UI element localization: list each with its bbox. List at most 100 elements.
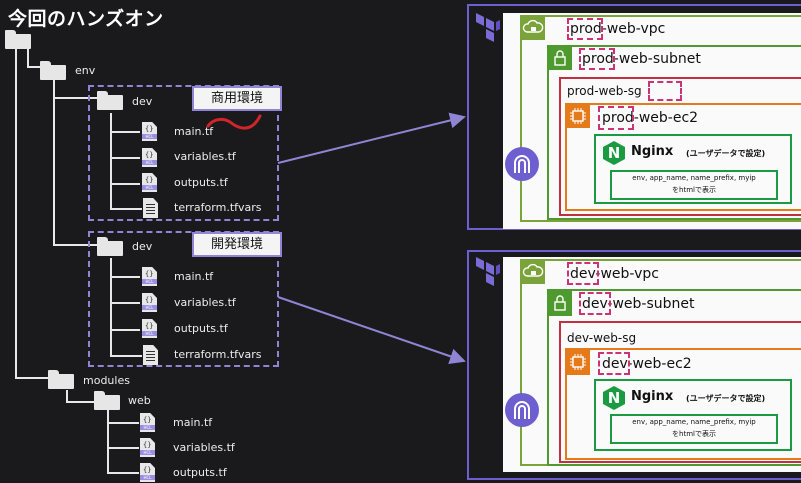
tree-line bbox=[66, 390, 68, 402]
prod-sg-label: prod-web-sg bbox=[567, 84, 642, 98]
dev-tfvars[interactable]: terraform.tfvars bbox=[174, 348, 262, 361]
dev-info-box bbox=[610, 414, 778, 444]
highlight-box bbox=[567, 18, 603, 40]
dev-folder-icon[interactable] bbox=[97, 237, 123, 256]
tree-line bbox=[110, 131, 140, 133]
tree-line bbox=[107, 410, 109, 474]
terraform-icon bbox=[476, 13, 500, 42]
dev-sg-label: dev-web-sg bbox=[567, 331, 637, 345]
dev-variables-tf[interactable]: variables.tf bbox=[174, 296, 236, 309]
file-icon: {}HCL bbox=[140, 463, 155, 482]
module-outputs-tf[interactable]: outputs.tf bbox=[173, 466, 227, 479]
prod-sg-box bbox=[559, 77, 801, 216]
dev-nginx-note: (ユーザデータで設定) bbox=[686, 394, 766, 403]
gateway-icon bbox=[505, 393, 539, 427]
prod-nginx-box bbox=[594, 134, 792, 204]
arrows bbox=[277, 112, 466, 365]
tree-line bbox=[53, 80, 55, 245]
dev-main-tf[interactable]: main.tf bbox=[174, 270, 214, 283]
prod-folder-icon[interactable] bbox=[97, 91, 123, 110]
nginx-icon: N bbox=[603, 141, 625, 165]
dev-info-line1: env, app_name, name_prefix, myip bbox=[632, 418, 756, 426]
module-variables-tf[interactable]: variables.tf bbox=[173, 441, 235, 454]
tree-line bbox=[107, 422, 139, 424]
prod-env-label: 商用環境 bbox=[192, 86, 282, 111]
env-folder-icon[interactable] bbox=[40, 61, 66, 80]
nginx-icon: N bbox=[603, 386, 625, 410]
file-icon: {}HCL bbox=[142, 267, 157, 286]
prod-vpc-box bbox=[520, 15, 801, 222]
dev-env-label: 開発環境 bbox=[192, 232, 282, 257]
dev-nginx-box bbox=[594, 379, 792, 451]
tree-line bbox=[107, 472, 139, 474]
dev-sg-box bbox=[559, 321, 801, 463]
tree-line bbox=[110, 276, 140, 278]
cloud-lock-icon bbox=[521, 16, 545, 40]
prod-nginx-label: Nginx bbox=[631, 144, 674, 159]
highlight-box bbox=[598, 106, 634, 130]
file-icon: {}HCL bbox=[142, 173, 157, 192]
page-title: 今回のハンズオン bbox=[8, 8, 164, 30]
tree-line bbox=[66, 401, 94, 403]
env-folder-label: env bbox=[75, 64, 96, 77]
prod-info-line2: をhtmlで表示 bbox=[672, 186, 716, 194]
tree-line bbox=[110, 113, 112, 209]
dev-outputs-tf[interactable]: outputs.tf bbox=[174, 322, 228, 335]
arrow-dev bbox=[277, 296, 466, 365]
tree-line bbox=[110, 355, 142, 357]
red-scribble bbox=[206, 114, 262, 130]
highlight-box bbox=[567, 262, 599, 285]
tree-line bbox=[110, 302, 140, 304]
cloud-lock-icon bbox=[521, 260, 545, 284]
file-icon: {}HCL bbox=[142, 122, 157, 141]
dev-info-line2: をhtmlで表示 bbox=[672, 430, 716, 438]
tree-line bbox=[110, 329, 140, 331]
highlight-box bbox=[598, 352, 630, 375]
dev-subnet-box bbox=[547, 289, 801, 466]
dev-ec2-label: dev-web-ec2 bbox=[602, 356, 692, 372]
tree-line bbox=[110, 208, 142, 210]
arrow-prod bbox=[277, 112, 466, 164]
root-folder-icon[interactable] bbox=[5, 30, 31, 49]
prod-subnet-label: prod-web-subnet bbox=[582, 51, 701, 67]
dev-folder-label: dev bbox=[132, 240, 153, 253]
lock-icon bbox=[548, 46, 572, 70]
web-folder-icon[interactable] bbox=[94, 391, 120, 410]
tree-line bbox=[27, 47, 29, 67]
prod-nginx-note: (ユーザデータで設定) bbox=[686, 149, 766, 158]
tree-line bbox=[15, 377, 48, 379]
prod-tfvars[interactable]: terraform.tfvars bbox=[174, 201, 262, 214]
dev-ec2-box bbox=[565, 348, 801, 460]
prod-info-line1: env, app_name, name_prefix, myip bbox=[632, 174, 756, 182]
prod-outputs-tf[interactable]: outputs.tf bbox=[174, 176, 228, 189]
module-main-tf[interactable]: main.tf bbox=[173, 416, 213, 429]
chip-icon bbox=[566, 104, 590, 128]
file-icon: {}HCL bbox=[142, 319, 157, 338]
tree-line bbox=[15, 47, 17, 379]
file-icon: {}HCL bbox=[142, 293, 157, 312]
prod-variables-tf[interactable]: variables.tf bbox=[174, 150, 236, 163]
prod-main-tf[interactable]: main.tf bbox=[174, 125, 214, 138]
prod-ec2-box bbox=[565, 103, 801, 211]
terraform-icon bbox=[476, 257, 500, 286]
modules-folder-icon[interactable] bbox=[48, 370, 74, 389]
highlight-box bbox=[579, 48, 615, 70]
file-icon: {}HCL bbox=[140, 438, 155, 457]
chip-icon bbox=[566, 349, 590, 375]
file-icon bbox=[143, 198, 158, 218]
prod-env-dashed-box bbox=[88, 85, 279, 221]
file-icon: {}HCL bbox=[142, 148, 157, 167]
prod-info-box bbox=[610, 170, 778, 200]
tree-line bbox=[110, 157, 140, 159]
tree-line bbox=[53, 97, 97, 99]
modules-folder-label: modules bbox=[83, 374, 130, 387]
prod-vpc-label: prod-web-vpc bbox=[570, 21, 666, 37]
tree-line bbox=[107, 447, 139, 449]
file-icon bbox=[143, 345, 158, 365]
highlight-box bbox=[648, 81, 682, 101]
tree-line bbox=[110, 258, 112, 356]
tree-line bbox=[53, 244, 97, 246]
prod-folder-label: dev bbox=[132, 95, 153, 108]
gateway-icon bbox=[505, 147, 539, 181]
tree-line bbox=[110, 183, 140, 185]
